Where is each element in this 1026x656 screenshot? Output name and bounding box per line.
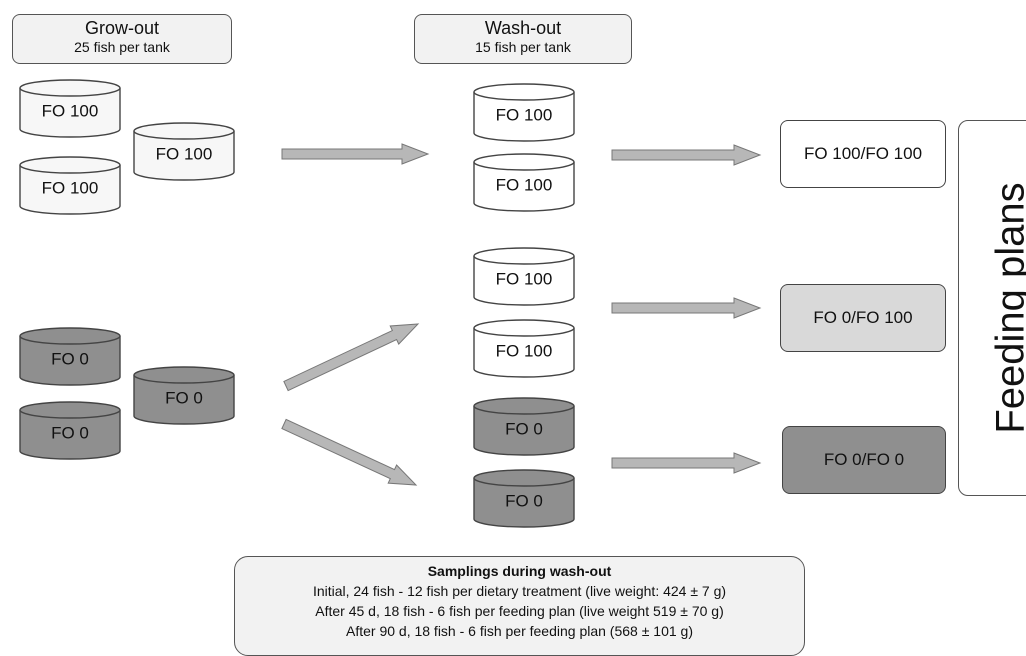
grow-tank-fo0-b-label: FO 0: [165, 389, 203, 408]
wash-tank-fo100-a-label: FO 100: [496, 106, 553, 125]
grow-tank-fo0-c-label: FO 0: [51, 424, 89, 443]
grow-tank-fo0-b: FO 0: [134, 367, 234, 424]
grow-tank-fo100-b: FO 100: [134, 123, 234, 180]
wash-tank-fo0-a: FO 0: [474, 398, 574, 455]
arrow-growout-fo0-to-washout-fo100: [284, 324, 418, 391]
grow-tank-fo100-a-label: FO 100: [42, 102, 99, 121]
samplings-title: Samplings during wash-out: [235, 561, 804, 581]
arrow-washout-to-plan-fo0-fo100: [612, 298, 760, 318]
wash-tank-fo0-b-label: FO 0: [505, 492, 543, 511]
arrow-washout-to-plan-fo0-fo0: [612, 453, 760, 473]
grow-tank-fo100-c-label: FO 100: [42, 179, 99, 198]
plan-fo0-fo0: FO 0/FO 0: [782, 426, 946, 494]
wash-tank-fo0-a-label: FO 0: [505, 420, 543, 439]
arrow-growout-fo100-to-washout: [282, 144, 428, 164]
grow-tank-fo0-c: FO 0: [20, 402, 120, 459]
arrow-growout-fo0-to-washout-fo0: [282, 419, 416, 485]
wash-tank-fo0-b: FO 0: [474, 470, 574, 527]
grow-tank-fo100-b-label: FO 100: [156, 145, 213, 164]
grow-tank-fo0-a-label: FO 0: [51, 350, 89, 369]
wash-tank-fo100-a: FO 100: [474, 84, 574, 141]
grow-tank-fo100-c: FO 100: [20, 157, 120, 214]
wash-tank-fo100-c: FO 100: [474, 248, 574, 305]
sampling-line-90d: After 90 d, 18 fish - 6 fish per feeding…: [235, 621, 804, 641]
wash-tank-fo100-b-label: FO 100: [496, 176, 553, 195]
wash-tank-fo100-b: FO 100: [474, 154, 574, 211]
feeding-plans-label: Feeding plans: [989, 182, 1026, 433]
grow-tank-fo100-a: FO 100: [20, 80, 120, 137]
sampling-line-initial: Initial, 24 fish - 12 fish per dietary t…: [235, 581, 804, 601]
plan-fo100-fo100: FO 100/FO 100: [780, 120, 946, 188]
arrow-washout-to-plan-fo100-fo100: [612, 145, 760, 165]
grow-tank-fo0-a: FO 0: [20, 328, 120, 385]
wash-tank-fo100-c-label: FO 100: [496, 270, 553, 289]
plan-fo0-fo100: FO 0/FO 100: [780, 284, 946, 352]
wash-tank-fo100-d: FO 100: [474, 320, 574, 377]
sampling-line-45d: After 45 d, 18 fish - 6 fish per feeding…: [235, 601, 804, 621]
samplings-box: Samplings during wash-out Initial, 24 fi…: [234, 556, 805, 656]
wash-tank-fo100-d-label: FO 100: [496, 342, 553, 361]
